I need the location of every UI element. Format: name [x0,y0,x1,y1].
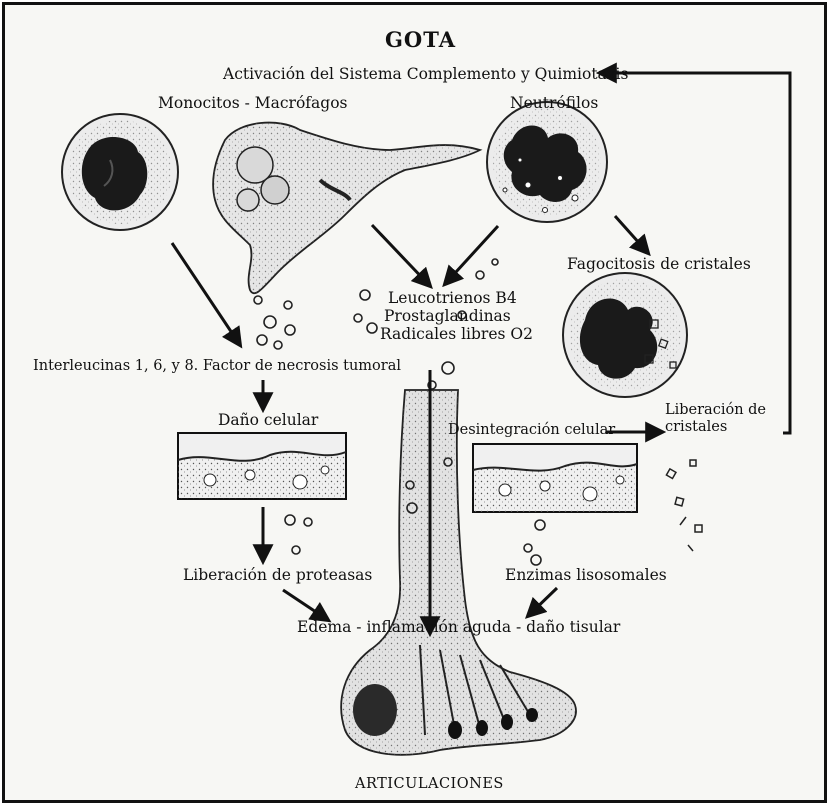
leukotrienes-label: Leucotrienos B4 [388,291,517,307]
crystal-release-label: Liberación de cristales [665,402,780,435]
phagocytosing-neutrophil-illustration [563,273,687,397]
lysosomal-enzymes-label: Enzimas lisosomales [505,568,667,584]
tissue-panel-left [178,433,346,499]
cell-disintegration-label: Desintegración celular [448,423,615,438]
diagram-title: GOTA [385,29,456,50]
neutrophils-label: Neutrófilos [510,96,598,112]
monocyte-cell-illustration [62,114,178,230]
protease-release-label: Liberación de proteasas [183,568,372,584]
joints-label: ARTICULACIONES [355,777,504,792]
complement-activation-label: Activación del Sistema Complemento y Qui… [223,67,628,83]
prostaglandins-label: Prostaglandinas [384,309,511,325]
neutrophil-cell-illustration [487,102,607,222]
free-radicals-label: Radicales libres O2 [380,327,533,343]
outcome-label: Edema - inflamación aguda - daño tisular [297,620,620,636]
tissue-panel-right [473,444,637,512]
monocytes-label: Monocitos - Macrófagos [158,96,347,112]
crystal-fragments [666,460,702,551]
macrophage-illustration [213,123,480,294]
phagocytosis-label: Fagocitosis de cristales [567,257,751,273]
interleukins-label: Interleucinas 1, 6, y 8. Factor de necro… [33,359,401,374]
cell-damage-label: Daño celular [218,413,318,429]
